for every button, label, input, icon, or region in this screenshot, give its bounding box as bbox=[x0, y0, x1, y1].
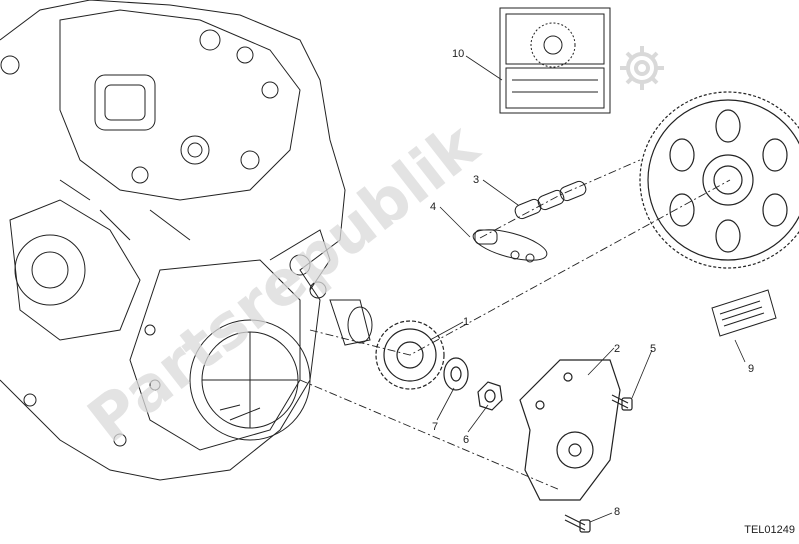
engine-illustration bbox=[0, 0, 373, 481]
nut bbox=[477, 381, 503, 411]
screw bbox=[611, 394, 633, 411]
front-sprocket bbox=[375, 320, 445, 390]
leader-lines bbox=[429, 55, 746, 523]
screw bbox=[564, 514, 591, 533]
rear-sprocket bbox=[639, 91, 799, 269]
washer bbox=[443, 357, 469, 391]
callout-3: 3 bbox=[473, 174, 479, 186]
callout-9: 9 bbox=[748, 363, 754, 375]
callout-6: 6 bbox=[463, 434, 469, 446]
callout-2: 2 bbox=[614, 343, 620, 355]
callouts: 10 3 4 1 2 5 9 7 6 8 bbox=[430, 48, 754, 518]
watermark-text: Partsrepublik bbox=[74, 108, 492, 457]
callout-7: 7 bbox=[432, 421, 438, 433]
inset-kit-box bbox=[499, 7, 611, 114]
chain-link-kit bbox=[472, 229, 548, 263]
sprocket-cover bbox=[519, 359, 621, 501]
callout-5: 5 bbox=[650, 343, 656, 355]
reference-code: TEL01249 bbox=[744, 524, 795, 536]
callout-4: 4 bbox=[430, 201, 436, 213]
callout-10: 10 bbox=[452, 48, 464, 60]
warning-label bbox=[711, 289, 777, 337]
assembly-lines bbox=[299, 159, 731, 491]
chain-segment bbox=[514, 180, 587, 220]
gear-icon bbox=[620, 46, 664, 90]
watermark: Partsrepublik bbox=[74, 108, 492, 457]
callout-1: 1 bbox=[463, 316, 469, 328]
callout-8: 8 bbox=[614, 506, 620, 518]
